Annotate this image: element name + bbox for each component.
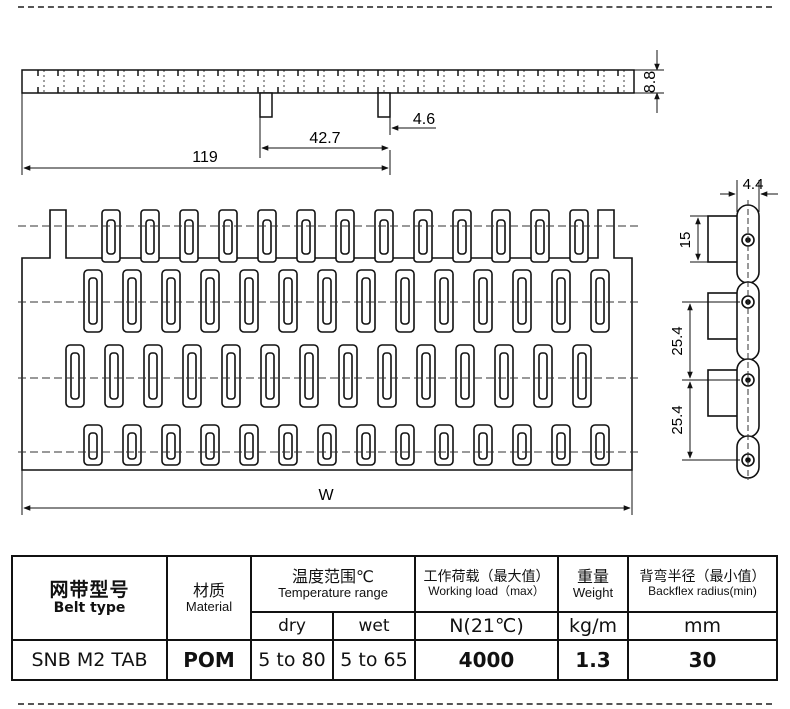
tab-spacing-label: 42.7 <box>309 130 340 147</box>
side-thickness-label: 4.4 <box>743 176 764 193</box>
hinge-centerlines <box>18 225 640 453</box>
cell-wet: 5 to 65 <box>332 639 416 681</box>
cell-backflex: 30 <box>627 639 778 681</box>
table-row: SNB M2 TAB POM 5 to 80 5 to 65 4000 1.3 … <box>11 639 778 681</box>
top-dashed-divider <box>18 6 772 8</box>
tab-width-dimension <box>389 117 436 135</box>
subheader-dry: dry <box>250 611 334 641</box>
cell-load: 4000 <box>414 639 559 681</box>
header-weight: 重量 Weight <box>557 555 629 613</box>
specification-table: 网带型号 Belt type 材质 Material 温度范围℃ Tempera… <box>11 555 778 681</box>
table-subheader-row: dry wet N(21℃) kg/m mm <box>12 611 778 641</box>
belt-type-en: Belt type <box>53 599 126 616</box>
table-header-row: 网带型号 Belt type 材质 Material 温度范围℃ Tempera… <box>11 555 778 641</box>
subheader-wet: wet <box>332 611 416 641</box>
tab-offset-label: 119 <box>192 149 218 166</box>
header-working-load: 工作荷载（最大值） Working load（max） <box>414 555 559 613</box>
side-thickness-dimension <box>720 180 778 212</box>
temperature-zh: 温度范围℃ <box>292 567 374 587</box>
cell-weight: 1.3 <box>557 639 629 681</box>
subheader-load-unit: N(21℃) <box>414 611 559 641</box>
load-zh: 工作荷载（最大值） <box>423 568 550 585</box>
cell-material: POM <box>166 639 252 681</box>
temperature-en: Temperature range <box>278 584 388 600</box>
header-belt-type: 网带型号 Belt type <box>11 555 168 641</box>
tab-offset-dimension <box>21 93 391 175</box>
thickness-dimension <box>634 50 664 113</box>
header-backflex: 背弯半径（最小值） Backflex radius(min) <box>627 555 778 613</box>
load-en: Working load（max） <box>428 584 545 599</box>
backflex-zh: 背弯半径（最小值） <box>639 568 766 585</box>
subheader-weight-unit: kg/m <box>557 611 629 641</box>
side-profile-view <box>21 69 635 118</box>
subheader-backflex-unit: mm <box>627 611 778 641</box>
side-height-dimension <box>690 215 708 263</box>
bottom-dashed-divider <box>18 703 772 705</box>
side-height-label: 15 <box>677 232 694 249</box>
belt-technical-drawing: 8.8 4.6 42.7 119 W <box>18 50 778 515</box>
backflex-en: Backflex radius(min) <box>648 584 757 599</box>
header-material: 材质 Material <box>166 555 252 641</box>
belt-type-zh: 网带型号 <box>49 578 130 601</box>
thickness-label: 8.8 <box>642 71 659 93</box>
weight-zh: 重量 <box>576 567 609 587</box>
side-chain-view <box>707 204 760 479</box>
material-zh: 材质 <box>192 581 225 601</box>
tab-width-label: 4.6 <box>413 111 435 128</box>
cell-dry: 5 to 80 <box>250 639 334 681</box>
top-plan-view <box>21 209 633 471</box>
cell-belt-type: SNB M2 TAB <box>11 639 168 681</box>
material-en: Material <box>185 598 233 614</box>
weight-en: Weight <box>572 584 614 600</box>
header-temperature: 温度范围℃ Temperature range <box>250 555 416 613</box>
width-label: W <box>318 487 334 504</box>
pitch-dimensions <box>682 301 740 461</box>
pitch-label-lower: 25.4 <box>669 405 686 434</box>
pitch-label-upper: 25.4 <box>669 326 686 355</box>
width-dimension <box>21 470 633 515</box>
tab-spacing-dimension <box>259 117 389 158</box>
